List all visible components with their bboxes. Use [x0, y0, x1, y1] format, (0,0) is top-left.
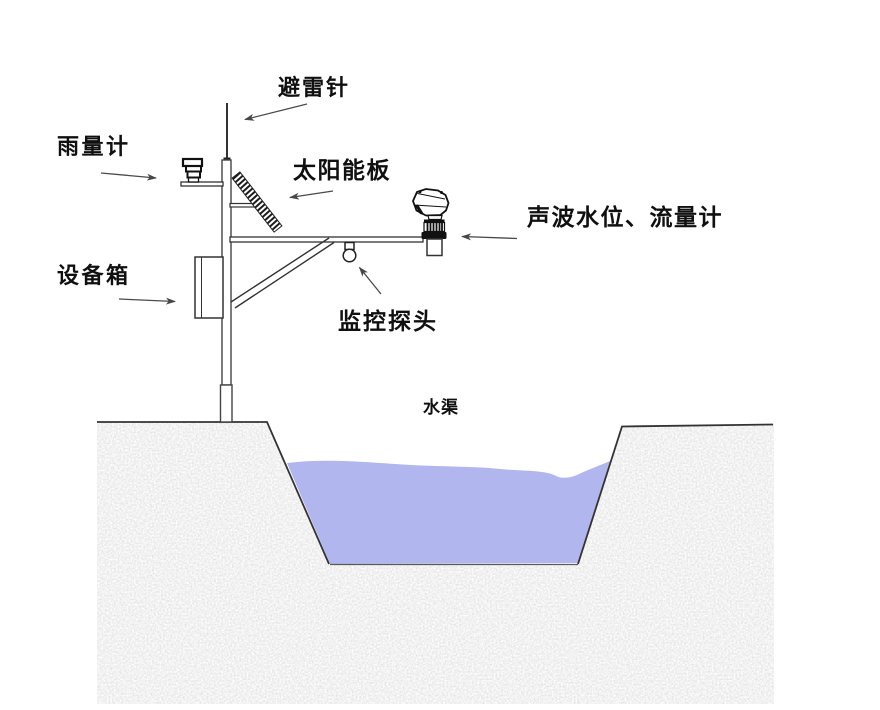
camera-dome-icon	[342, 241, 357, 263]
label-rain-gauge: 雨量计	[57, 134, 131, 159]
arrow-sonic-sensor	[461, 233, 518, 241]
arm-brace-lower-line	[234, 241, 335, 309]
arrow-rain-gauge	[100, 172, 157, 181]
channel-water	[287, 460, 610, 564]
rain-gauge-assembly	[180, 157, 224, 187]
solar-panel-icon	[231, 171, 283, 233]
ultrasonic-sensor-icon	[412, 188, 450, 257]
pole-base	[219, 384, 233, 423]
label-monitor-camera: 监控探头	[338, 308, 438, 334]
equipment-box-icon	[194, 256, 224, 319]
mounting-arm-assembly	[229, 236, 424, 309]
arrow-solar-panel	[289, 190, 334, 200]
rain-gauge-shelf	[180, 181, 224, 187]
right-bank-edge	[577, 423, 774, 565]
rain-gauge-icon	[181, 157, 204, 183]
arrow-lightning-rod	[244, 103, 308, 121]
label-water-channel: 水渠	[423, 397, 459, 417]
annotation-arrows	[100, 103, 518, 305]
arrow-equipment-box	[118, 297, 176, 305]
label-solar-panel: 太阳能板	[293, 157, 391, 183]
channel-outline	[97, 421, 774, 566]
label-lightning-rod: 避雷针	[278, 75, 350, 100]
label-equipment-box: 设备箱	[57, 263, 131, 288]
left-bank-edge	[97, 421, 330, 565]
arrow-camera	[358, 266, 382, 295]
arm-brace-upper-line	[230, 237, 330, 303]
sensor-collar-ribs	[426, 222, 443, 232]
solar-panel-assembly	[229, 171, 283, 233]
label-sonic-level-flow-meter: 声波水位、流量计	[527, 204, 723, 230]
